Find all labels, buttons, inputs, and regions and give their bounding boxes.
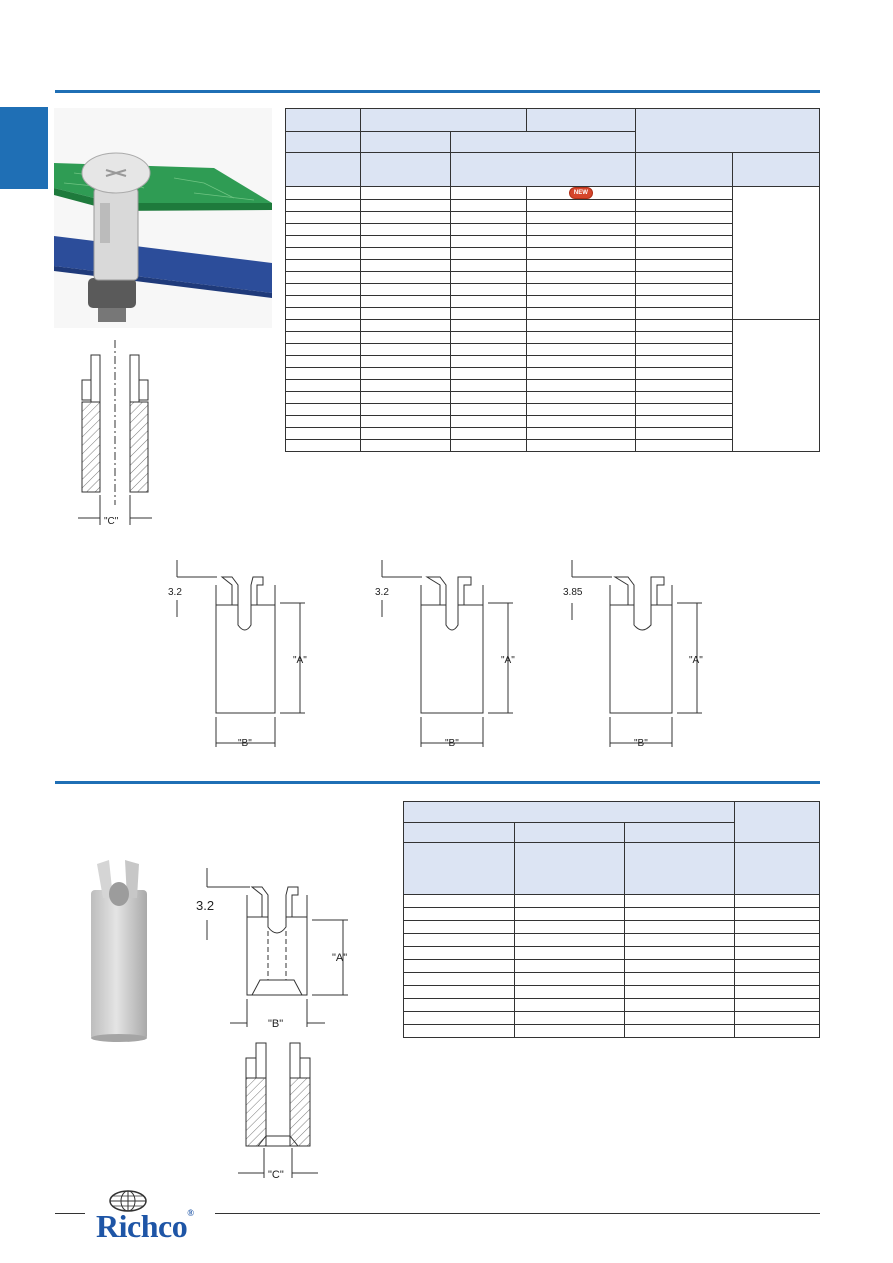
footer-rule-right — [215, 1213, 820, 1214]
variant-drawing-3: 3.85 "A" "B" — [563, 560, 703, 749]
middle-rule — [55, 781, 820, 784]
dim-b-lower: "B" — [268, 1018, 283, 1030]
dim-a-3: "A" — [689, 655, 703, 666]
dim-b-3: "B" — [634, 738, 648, 749]
dim-c-label: "C" — [104, 516, 119, 527]
section-tab — [0, 107, 48, 189]
brand-registered-mark: ® — [187, 1208, 194, 1218]
dim-a-lower: "A" — [332, 952, 347, 964]
footer-rule-left — [55, 1213, 85, 1214]
lower-dimension-drawing: 3.2 "A" "B" — [196, 868, 348, 1030]
dim-height-lower: 3.2 — [196, 898, 214, 913]
dim-a-1: "A" — [293, 655, 307, 666]
product-photo-spacer — [91, 860, 147, 1042]
dim-height-2: 3.2 — [375, 587, 389, 598]
dim-a-2: "A" — [501, 655, 515, 666]
brand-name: Richco — [96, 1208, 188, 1244]
new-badge: NEW — [568, 187, 593, 199]
variant-drawing-2: 3.2 "A" "B" — [375, 560, 515, 749]
dim-b-1: "B" — [238, 738, 252, 749]
dim-b-2: "B" — [445, 738, 459, 749]
dim-height-1: 3.2 — [168, 587, 182, 598]
brand-logo: Richco® — [96, 1208, 194, 1245]
variant-drawing-1: 3.2 "A" "B" — [168, 560, 307, 749]
dim-height-3: 3.85 — [563, 587, 583, 598]
spec-table-top: NEW — [285, 108, 820, 452]
spec-table-bottom — [402, 801, 820, 1038]
top-rule — [55, 90, 820, 93]
product-photo-pcb-spacer — [54, 108, 272, 328]
lower-section-drawing: "C" — [238, 1042, 318, 1181]
section-drawing-c: "C" — [78, 340, 152, 527]
globe-icon — [109, 1190, 147, 1212]
dim-c-lower: "C" — [268, 1169, 284, 1181]
